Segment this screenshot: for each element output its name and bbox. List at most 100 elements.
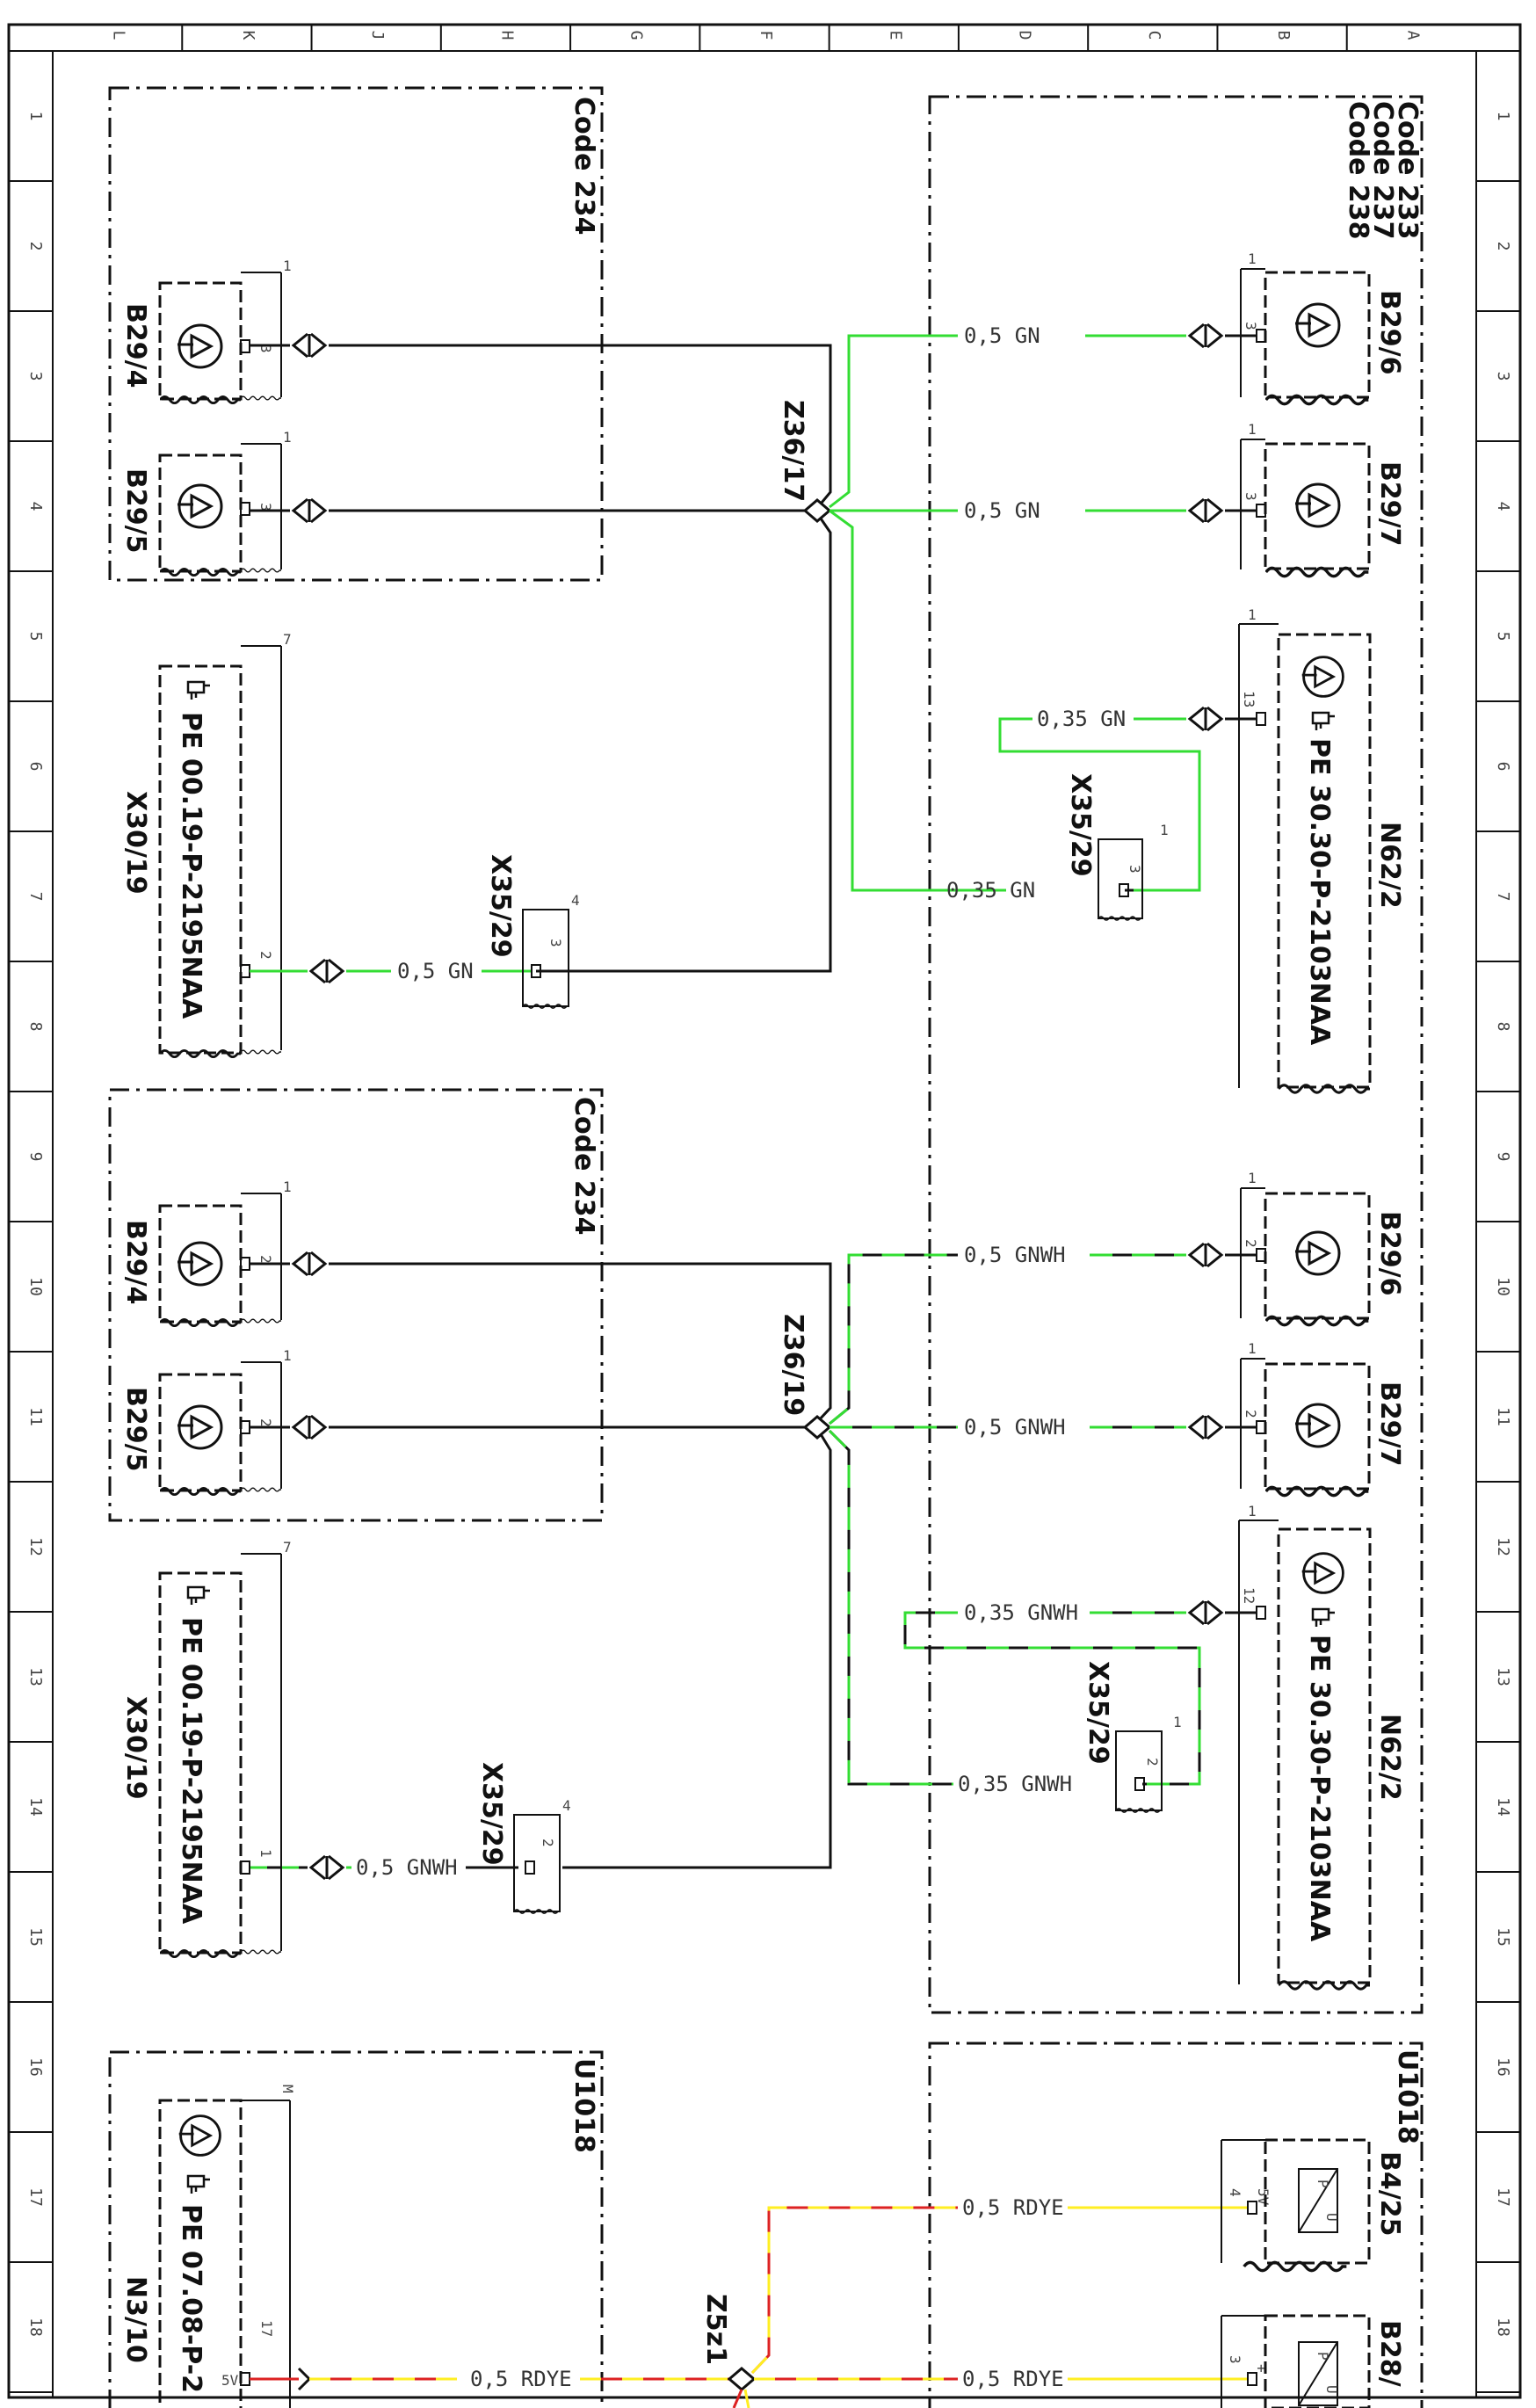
row-number: 2	[1494, 242, 1512, 251]
sensor-icon	[1301, 1552, 1344, 1594]
column-letter: F	[757, 31, 775, 40]
wire-label-gnwh-x35-bot: 0,35 GNWH	[958, 1772, 1072, 1796]
connector-icon	[1188, 706, 1223, 732]
wire-label-gnwh-b29-6: 0,5 GNWH	[964, 1243, 1066, 1267]
sensor-icon	[1293, 1230, 1341, 1276]
connector-icon	[309, 958, 344, 984]
wire-label-gn-b29-7: 0,5 GN	[964, 498, 1040, 523]
row-number: 1	[26, 112, 45, 121]
svg-text:4: 4	[571, 892, 580, 909]
b29-4-bot: B29/4 2 1	[120, 1179, 292, 1328]
x30-19-top-pe-ref: PE 00.19-P-2195NAA	[176, 712, 206, 1019]
frame	[7, 23, 1522, 2399]
svg-text:3: 3	[257, 503, 274, 511]
column-letter: A	[1403, 31, 1422, 40]
hand-pointer-icon	[186, 1585, 211, 1607]
code-right-block	[928, 95, 1424, 2014]
row-number: 12	[1494, 1537, 1512, 1556]
wire-label-gn-x35-top: 0,35 GN	[946, 878, 1035, 903]
connector-icon	[292, 1251, 327, 1277]
row-number: 8	[1494, 1022, 1512, 1032]
z36-17-label: Z36/17	[778, 400, 808, 502]
column-letter: K	[239, 31, 257, 40]
svg-text:5V: 5V	[221, 2372, 239, 2389]
b29-7-bot: 2 1 B29/7	[1188, 1340, 1405, 1498]
row-number: 7	[26, 892, 45, 902]
row-number: 11	[26, 1407, 45, 1426]
svg-text:12: 12	[1241, 1587, 1257, 1604]
z5z1-label: Z5z1	[700, 2294, 731, 2365]
b29-5-top: B29/5 3 1	[120, 429, 292, 577]
z36-19-splice: Z36/19	[778, 1314, 832, 1440]
connector-icon	[292, 332, 327, 359]
b28-label: B28/	[1374, 2320, 1405, 2387]
row-number: 17	[1494, 2187, 1512, 2207]
b29-6-bot: 2 1 B29/6	[1188, 1170, 1405, 1327]
svg-text:2: 2	[1243, 1410, 1259, 1418]
n62-2-bot-pe-ref: PE 30.30-P-2103NAA	[1304, 1635, 1335, 1942]
row-number: 3	[1494, 372, 1512, 381]
b29-6-bot-label: B29/6	[1374, 1211, 1405, 1295]
row-number: 8	[26, 1022, 45, 1032]
svg-text:3: 3	[547, 939, 564, 947]
connector-icon	[1188, 1599, 1223, 1626]
column-letter: G	[627, 31, 646, 40]
b29-4-bot-label: B29/4	[120, 1220, 151, 1304]
sensor-icon	[176, 1404, 223, 1450]
n3-10-label: N3/10	[120, 2276, 151, 2363]
n62-2-top: 13 1 PE 30.30-P-2103NAA N62/2	[1188, 606, 1405, 1094]
wire-label-gn-b29-6: 0,5 GN	[964, 323, 1040, 348]
b29-7-bot-label: B29/7	[1374, 1382, 1405, 1466]
code-right-label-1: Code 233	[1392, 101, 1423, 240]
row-number: 15	[1494, 1927, 1512, 1947]
svg-text:1: 1	[257, 1849, 274, 1858]
x30-19-top-label: X30/19	[120, 791, 151, 895]
sensor-icon	[1293, 302, 1341, 348]
row-number: 1	[1494, 112, 1512, 121]
svg-text:3: 3	[1227, 2355, 1243, 2364]
row-number: 15	[26, 1927, 45, 1947]
row-number: 12	[26, 1537, 45, 1556]
svg-text:1: 1	[1173, 1714, 1182, 1730]
row-number: 13	[26, 1667, 45, 1686]
column-letter: C	[1145, 31, 1163, 40]
x35-29-top-left: 3 4 X35/29	[485, 854, 580, 1010]
gnwh-wires	[250, 1253, 1201, 1869]
z36-19-label: Z36/19	[778, 1314, 808, 1416]
svg-text:4: 4	[1227, 2188, 1243, 2197]
x35-29-bot-right-label: X35/29	[1083, 1661, 1113, 1765]
wire-label-rdye-b4-25: 0,5 RDYE	[962, 2195, 1064, 2220]
row-number: 9	[1494, 1152, 1512, 1162]
row-number: 9	[26, 1152, 45, 1162]
svg-text:1: 1	[1248, 1170, 1257, 1186]
svg-text:1: 1	[283, 1179, 292, 1195]
code234-top-block	[108, 86, 604, 582]
b4-25-label: B4/25	[1374, 2151, 1405, 2236]
sensor-icon	[176, 323, 223, 369]
svg-text:3: 3	[1243, 322, 1259, 330]
code234-bottom-label: Code 234	[569, 1097, 599, 1236]
b29-5-bot: B29/5 2 1	[120, 1347, 292, 1497]
sensor-icon	[1301, 656, 1344, 698]
row-number: 10	[26, 1277, 45, 1296]
svg-text:4: 4	[562, 1797, 571, 1814]
row-number: 5	[1494, 632, 1512, 642]
row-number: 11	[1494, 1407, 1512, 1426]
svg-text:1: 1	[283, 257, 292, 274]
sensor-icon	[178, 2114, 221, 2157]
code234-top-label: Code 234	[569, 97, 599, 236]
svg-text:1: 1	[1160, 822, 1169, 838]
svg-text:3: 3	[1243, 492, 1259, 501]
b28: 3 + P U B28/	[1221, 2314, 1405, 2408]
svg-text:7: 7	[283, 631, 292, 648]
hand-pointer-icon	[186, 2174, 211, 2195]
b29-5-bot-label: B29/5	[120, 1387, 151, 1471]
wire-label-gnwh-x30-bot: 0,5 GNWH	[356, 1855, 458, 1880]
z5z1-splice: Z5z1	[700, 2294, 757, 2391]
x35-29-top-right: 3 1 X35/29	[1065, 773, 1169, 922]
sensor-icon	[176, 483, 223, 529]
connector-icon	[292, 497, 327, 524]
row-number: 6	[1494, 762, 1512, 772]
svg-text:2: 2	[1144, 1758, 1161, 1766]
